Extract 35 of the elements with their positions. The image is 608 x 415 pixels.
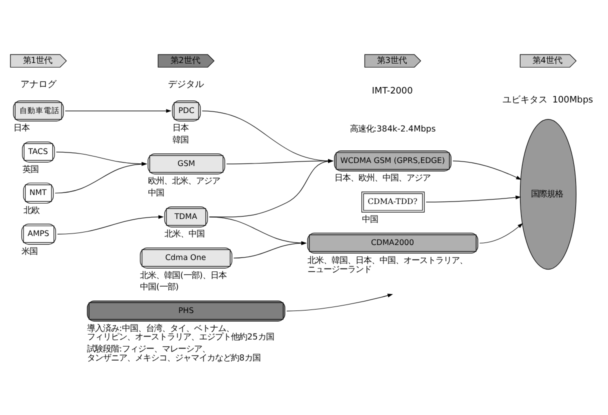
node-label: 日本、欧州、中国、アジア <box>334 172 430 182</box>
node-label: 北米、韓国、日本、中国、オーストラリア、ニュージーランド <box>308 254 468 274</box>
arrow <box>54 162 148 193</box>
arrow <box>226 158 334 164</box>
arrow <box>286 293 393 311</box>
node-label: 韓国 <box>172 134 188 144</box>
arrow <box>209 158 334 217</box>
node-label: 導入済み:中国、台湾、タイ、ベトナム、フィリピン、オーストラリア、エジプト他約25カ国 <box>87 322 274 342</box>
arrow <box>56 151 148 166</box>
node-ellipse: 国際規格 <box>520 118 576 270</box>
node-label: 北米、韓国(一部)、日本 <box>140 269 227 280</box>
node-label: 日本 <box>172 122 188 132</box>
arrow <box>202 110 334 162</box>
node-label: ユビキタス <box>502 95 548 106</box>
node-label: 試験段階:フィジー、マレーシア、タンザニア、メキシコ、ジャマイカなど約8カ国 <box>87 343 261 362</box>
node-label: 中国(一部) <box>140 281 179 292</box>
arrow <box>426 195 521 202</box>
arrow <box>64 108 172 112</box>
arrow <box>452 160 522 180</box>
node-label: 中国 <box>362 213 378 224</box>
node-label: 中国 <box>148 187 164 198</box>
node-label: 欧州、北米、アジア <box>148 175 220 186</box>
node-label: アナログ <box>20 80 57 90</box>
arrow <box>57 214 164 234</box>
node-label: 米国 <box>22 245 38 256</box>
arrow <box>479 222 523 243</box>
node-label: デジタル <box>168 80 204 90</box>
node-label: 北米、中国 <box>164 228 205 238</box>
arrow <box>233 240 307 258</box>
node-label: 北欧 <box>24 204 40 214</box>
node-label: 100Mbps <box>552 95 594 106</box>
node-label: 英国 <box>22 163 38 174</box>
label: 高速化:384k-2.4Mbps <box>350 123 436 134</box>
node-label: IMT-2000 <box>372 86 413 96</box>
node-label: 日本 <box>13 122 30 132</box>
